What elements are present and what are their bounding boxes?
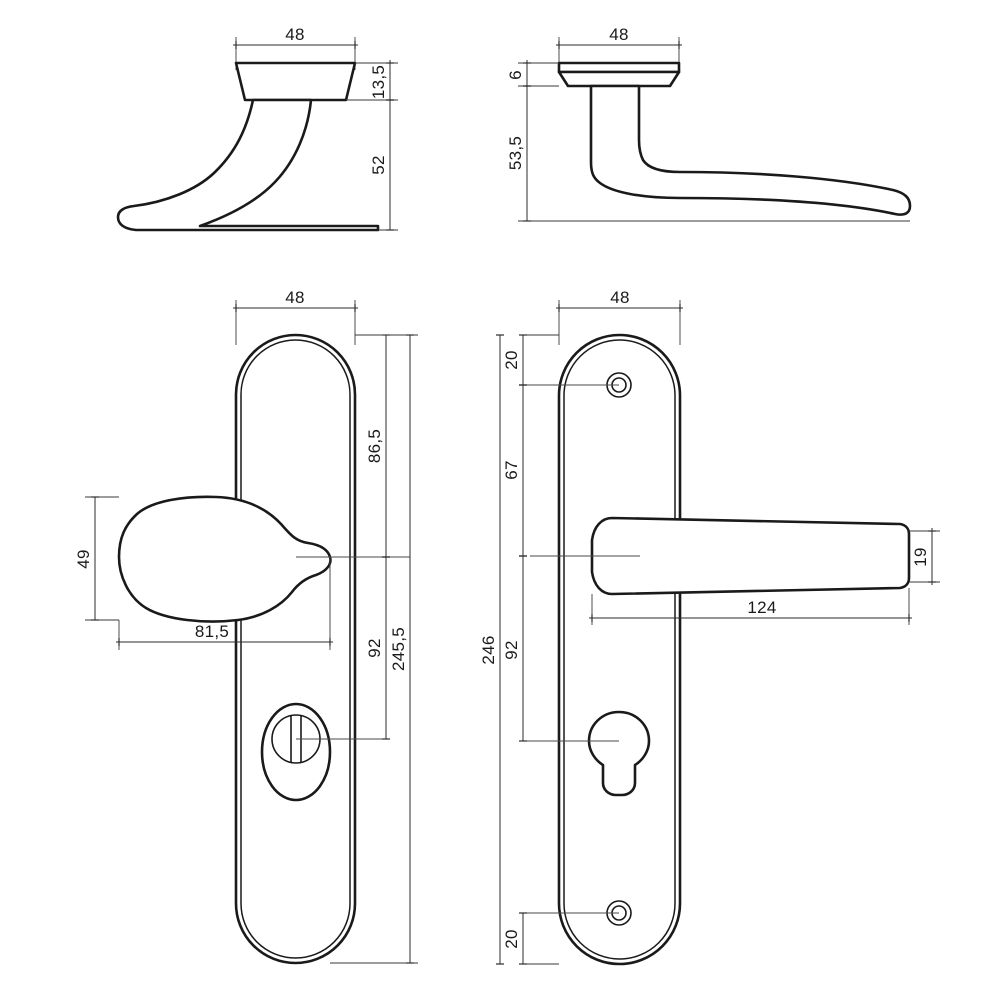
- dimension-plate-length-left: 245,5: [330, 334, 418, 964]
- thumbturn-escutcheon: [260, 702, 332, 802]
- backplate-left-bevel: [240, 339, 351, 959]
- dimension-knob-height: 49: [74, 496, 119, 621]
- dimension-bottom-left-plate-width: 48: [233, 288, 358, 345]
- dimension-label-49: 49: [74, 549, 93, 569]
- dimension-label-13-5: 13,5: [369, 65, 388, 99]
- view-bottom-right-backplate: 48: [479, 288, 940, 966]
- dimension-label-48-bottom-right: 48: [610, 288, 630, 307]
- dimension-handle-to-cylinder-right: 92: [502, 555, 527, 742]
- rosette-top-right-collar: [557, 70, 681, 88]
- dimension-top-right-projection: 53,5: [506, 85, 910, 222]
- lever-handle-right: [590, 516, 911, 596]
- dimension-lever-height: 19: [909, 528, 940, 585]
- dimension-label-67: 67: [502, 460, 521, 480]
- dimension-label-48-top-right: 48: [609, 25, 629, 44]
- dimension-bottom-screw-offset: 20: [502, 912, 559, 965]
- backplate-left-outer: [234, 333, 357, 965]
- dimension-top-left-width: 48: [233, 25, 358, 70]
- dimension-bottom-right-plate-width: 48: [556, 288, 683, 345]
- dimension-label-92-left: 92: [365, 638, 384, 658]
- view-top-left-thumbturn-side: 48 13,5 52: [116, 25, 398, 232]
- view-top-right-lever-side: 48 6 53,5: [506, 25, 912, 222]
- backplate-right-bevel: [563, 339, 676, 960]
- dimension-knob-length: 81,5: [116, 557, 333, 650]
- dimension-label-19: 19: [911, 547, 930, 567]
- dimension-top-screw-offset: 20: [502, 334, 559, 386]
- dimension-label-124: 124: [747, 598, 776, 617]
- dimension-label-81-5: 81,5: [195, 622, 229, 641]
- dimension-plate-length-right: 246: [479, 334, 504, 965]
- dimension-label-6: 6: [506, 70, 525, 80]
- lever-top-right: [589, 84, 912, 216]
- dimension-label-92-right: 92: [502, 640, 521, 660]
- dimension-label-52: 52: [369, 155, 388, 175]
- dimension-top-left-projection: 52: [346, 99, 398, 231]
- dimension-top-right-rosette-thickness: 6: [506, 60, 559, 89]
- dimension-label-48-top-left: 48: [285, 25, 305, 44]
- view-bottom-left-backplate: 48 49: [74, 288, 418, 965]
- backplate-right-outer: [557, 333, 682, 966]
- dimension-label-86-5: 86,5: [365, 429, 384, 463]
- rosette-top-left: [234, 61, 357, 102]
- dimension-label-246: 246: [479, 635, 498, 664]
- rosette-top-right-upper: [557, 61, 681, 74]
- dimension-label-20-bottom: 20: [502, 929, 521, 949]
- dimension-label-245-5: 245,5: [389, 627, 408, 671]
- thumbturn-knob: [117, 495, 332, 623]
- dimension-label-53-5: 53,5: [506, 136, 525, 170]
- dimension-label-48-bottom-left: 48: [285, 288, 305, 307]
- dimension-label-20-top: 20: [502, 350, 521, 370]
- dimension-lever-length: 124: [589, 588, 912, 625]
- dimension-screw-to-handle: 67: [502, 384, 527, 557]
- dimension-handle-to-keyhole-left: 92: [365, 556, 390, 740]
- lever-top-left: [116, 98, 380, 232]
- dimension-top-right-width: 48: [556, 25, 682, 65]
- dimension-top-to-handle-centre: 86,5: [355, 334, 394, 558]
